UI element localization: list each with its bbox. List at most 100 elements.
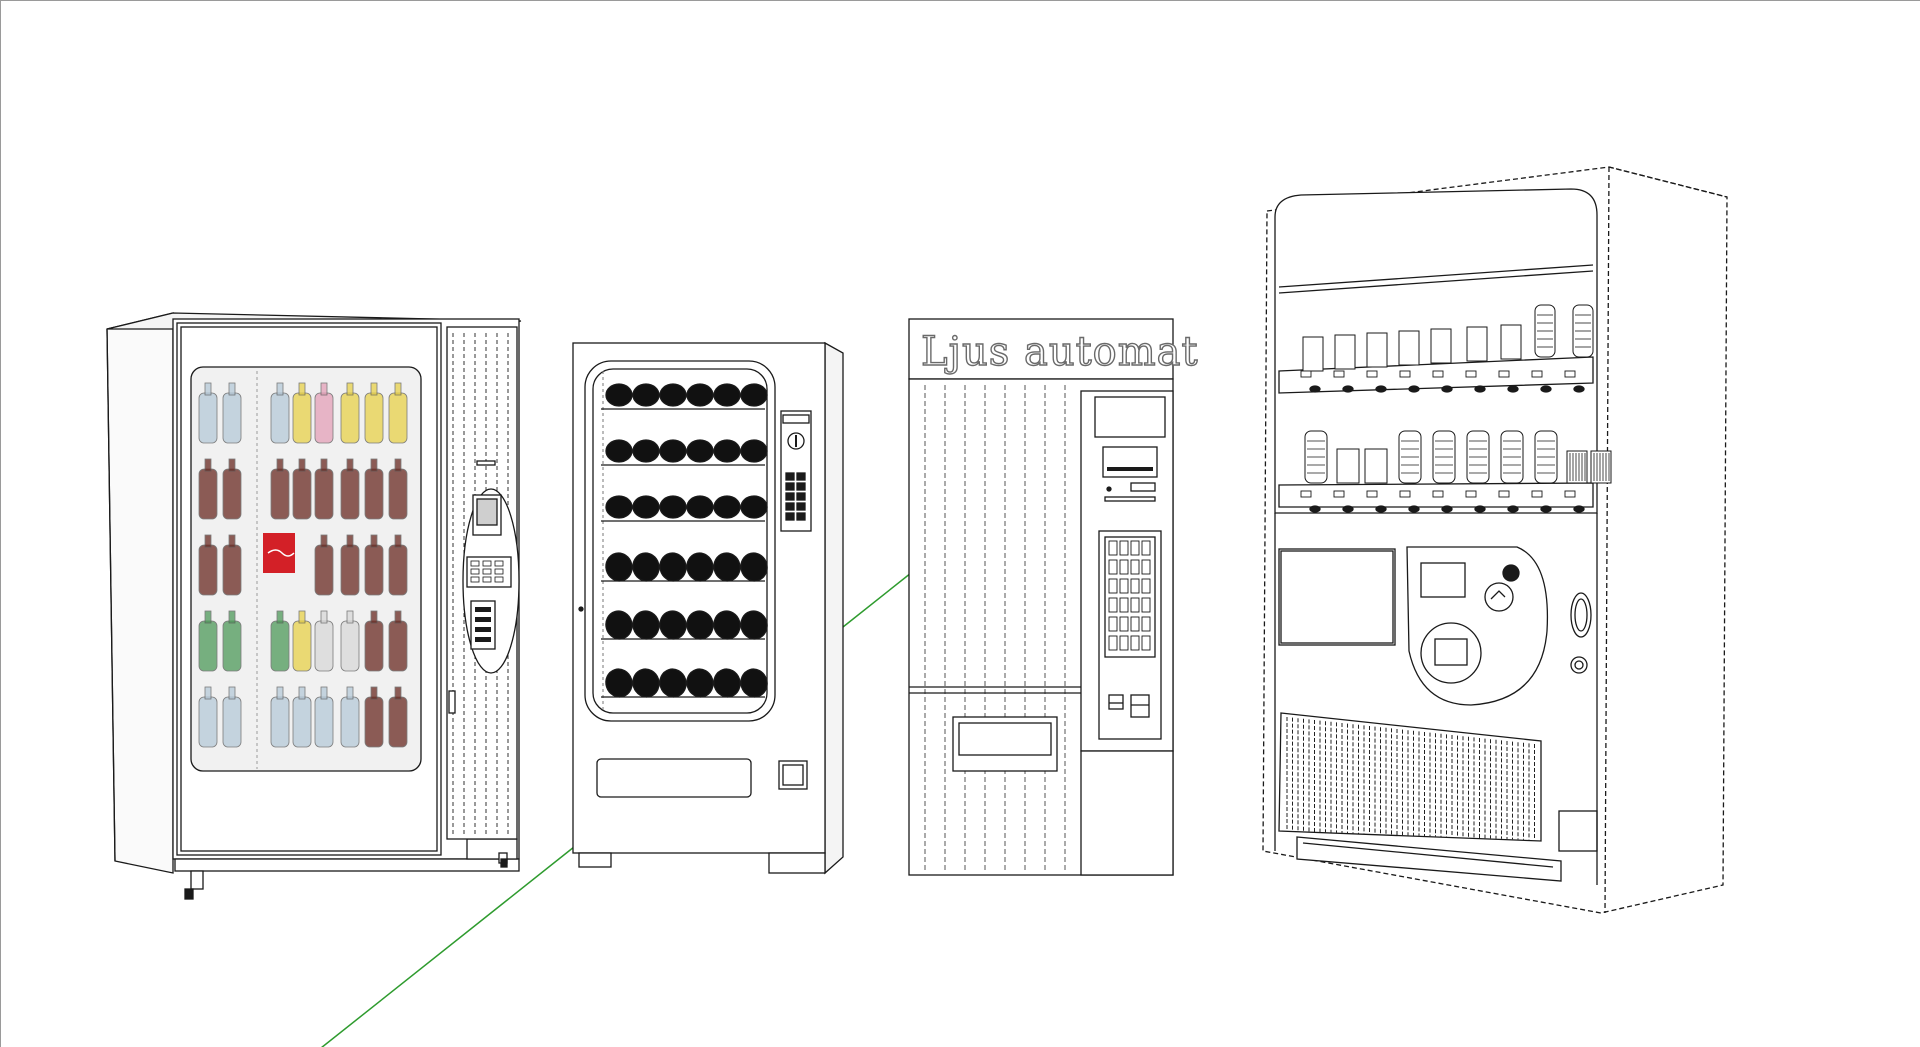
coke-keypad[interactable] [470, 560, 504, 583]
snack-item [659, 668, 687, 698]
carton [1336, 448, 1360, 484]
selection-button [1465, 370, 1477, 378]
bottle-neck [320, 382, 328, 396]
selection-button [1333, 490, 1345, 498]
selection-button-light [1540, 505, 1552, 513]
keypad-key [482, 576, 492, 583]
ljus-automat-sign-text: Ljus automat [921, 329, 1199, 375]
snack-item [659, 552, 687, 582]
bottle [314, 392, 334, 444]
bottle-neck [276, 610, 284, 624]
bottle [314, 544, 334, 596]
coke-cooler-machine[interactable] [106, 312, 522, 900]
bottle [314, 620, 334, 672]
bottle [340, 392, 360, 444]
bottle [340, 620, 360, 672]
bottle-neck [320, 458, 328, 472]
bottle-neck [228, 458, 236, 472]
selection-button [1130, 578, 1140, 594]
selection-button-light [1573, 385, 1585, 393]
cooler-glass-window [190, 366, 422, 772]
ljus-selection-buttons[interactable] [1108, 540, 1151, 651]
snack-item [605, 383, 633, 407]
snack-item [659, 439, 687, 463]
keypad-key [482, 568, 492, 575]
snack-keypad[interactable] [785, 472, 806, 521]
keypad-key [470, 560, 480, 567]
selection-button [1465, 490, 1477, 498]
selection-button [1333, 370, 1345, 378]
bottle [270, 620, 290, 672]
bottle-neck [320, 610, 328, 624]
keypad-key [796, 482, 806, 491]
snack-pickup-door[interactable] [596, 758, 752, 798]
snack-item [605, 495, 633, 519]
snack-item [740, 552, 768, 582]
keypad-key [796, 472, 806, 481]
snack-item [605, 668, 633, 698]
ljus-automat-machine[interactable]: Ljus automat [908, 318, 1199, 876]
bottle-neck [394, 534, 402, 548]
bottle-neck [228, 686, 236, 700]
keypad-key [785, 502, 795, 511]
selection-button [1119, 540, 1129, 556]
bottle-neck [298, 382, 306, 396]
bottle [222, 392, 242, 444]
snack-item [686, 552, 714, 582]
keypad-key [470, 568, 480, 575]
bottle-drink-machine[interactable] [1262, 166, 1728, 914]
bottle [222, 620, 242, 672]
bottle [198, 544, 218, 596]
selection-button-light [1375, 385, 1387, 393]
selection-button [1119, 597, 1129, 613]
bottle [270, 696, 290, 748]
selection-button [1108, 559, 1118, 575]
selection-button [1564, 370, 1576, 378]
bottle-neck [228, 534, 236, 548]
selection-button [1130, 559, 1140, 575]
card-reader[interactable] [1434, 638, 1468, 666]
snack-item [632, 495, 660, 519]
selection-button [1130, 597, 1140, 613]
keypad-key [796, 512, 806, 521]
keypad-key [785, 472, 795, 481]
ljus-display-screen [1094, 396, 1166, 438]
selection-buttons[interactable] [1300, 370, 1585, 513]
bottle [364, 392, 384, 444]
snack-item [740, 383, 768, 407]
selection-button [1498, 370, 1510, 378]
bottle-neck [320, 686, 328, 700]
snack-item [713, 383, 741, 407]
snack-item [686, 439, 714, 463]
snack-control-panel[interactable] [780, 410, 812, 532]
selection-button-light [1540, 385, 1552, 393]
display-products [1302, 304, 1612, 484]
change-tray[interactable] [1558, 810, 1598, 852]
bottle-neck [204, 382, 212, 396]
snack-item [632, 439, 660, 463]
coin-insert-icon[interactable] [1502, 564, 1520, 582]
coin-return-dial[interactable] [1484, 582, 1514, 612]
bottle-neck [346, 458, 354, 472]
snack-item [713, 439, 741, 463]
spiral-snack-machine[interactable] [572, 341, 844, 875]
carton [1302, 336, 1324, 372]
bottle-neck [370, 458, 378, 472]
selection-button-light [1342, 505, 1354, 513]
bottle-neck [276, 458, 284, 472]
selection-button-light [1408, 385, 1420, 393]
payment-display [1420, 562, 1466, 598]
bottle-neck [370, 534, 378, 548]
snack-item [659, 610, 687, 640]
bottle [388, 468, 408, 520]
selection-button-light [1507, 385, 1519, 393]
snack-item [659, 383, 687, 407]
bottle-neck [394, 458, 402, 472]
selection-button-light [1309, 385, 1321, 393]
selection-button [1108, 578, 1118, 594]
keypad-key [785, 512, 795, 521]
keypad-key [494, 568, 504, 575]
snack-item [605, 439, 633, 463]
